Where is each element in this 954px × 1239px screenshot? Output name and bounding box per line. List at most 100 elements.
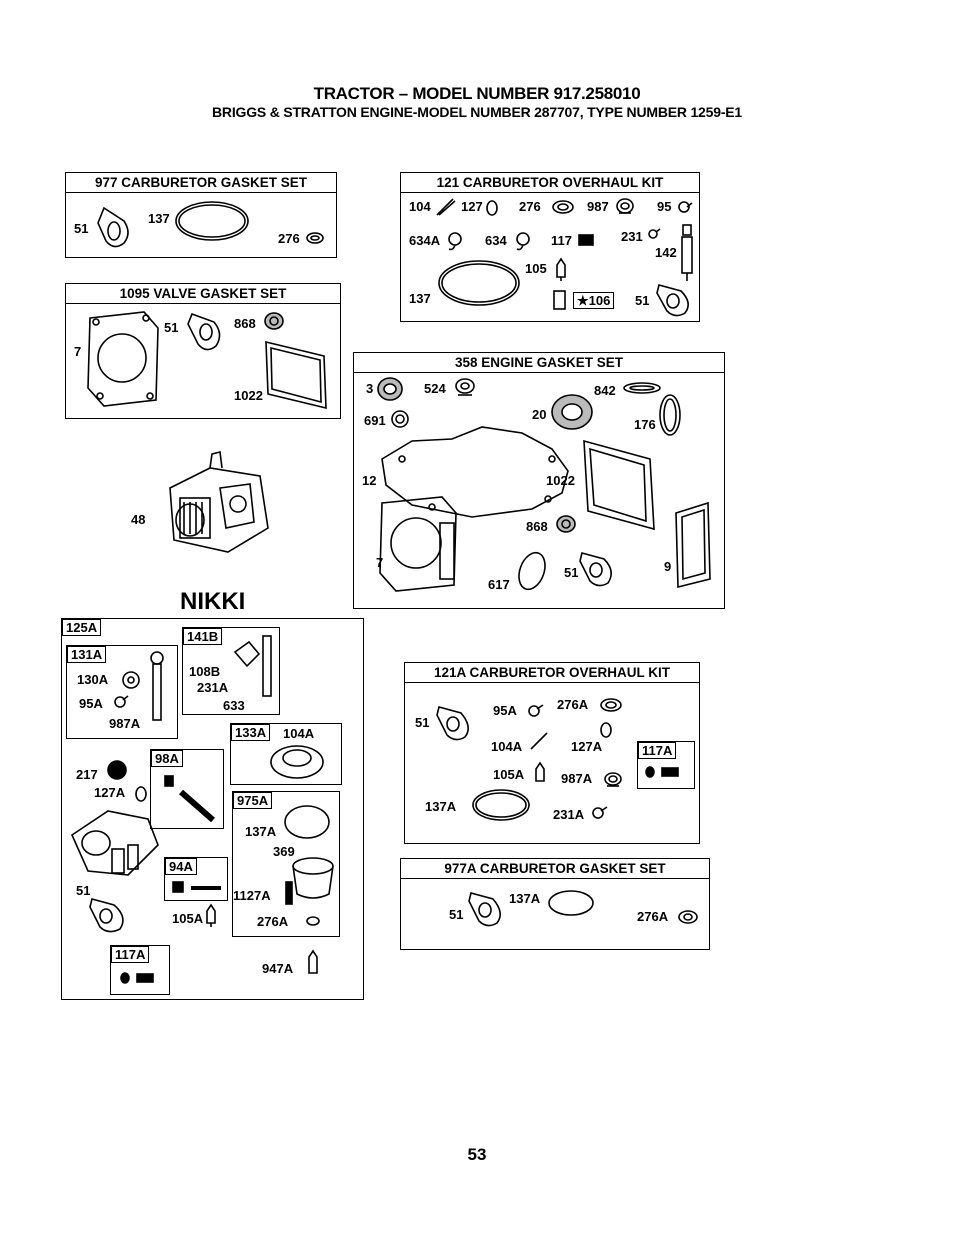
float-bowl-icon [292,857,334,899]
screw-icon [172,881,221,893]
assembly-94A-box: 94A [164,857,228,901]
part-label: 1022 [546,473,575,488]
part-tag: ★106 [573,292,615,309]
jet-icon [645,766,679,778]
part-label: 51 [635,293,650,308]
part-label: 137 [409,291,431,306]
seal-icon [604,772,622,787]
part-label: 127A [571,739,603,754]
part-label: 104 [409,199,431,214]
part-label: 137A [425,799,457,814]
part-label: 137A [509,891,541,906]
assembly-117A-box: 117A [637,741,695,789]
part-tag: 94A [165,858,197,875]
o-ring-icon [284,805,330,839]
part-label: 137A [245,824,277,839]
part-label: 987A [561,771,593,786]
washer-icon [678,910,698,924]
choke-shaft-icon [233,635,272,697]
gasket-icon [436,706,469,741]
kit-121A-box: 121A CARBURETOR OVERHAUL KIT 51 95A 276A… [404,662,700,844]
kit-977-box: 977 CARBURETOR GASKET SET 51 137 276 [65,172,337,258]
part-label: 12 [362,473,377,488]
o-ring-icon [472,789,530,821]
part-label: 842 [594,383,616,398]
part-label: 95A [79,696,103,711]
seal-icon [264,312,284,330]
clip-icon [486,200,498,216]
part-tag: 125A [62,619,102,636]
float-needle-icon [206,903,216,927]
assembly-141B-box: 141B 108B 231A 633 [182,627,280,715]
page-title: TRACTOR – MODEL NUMBER 917.258010 [313,84,641,103]
jet-icon [578,234,594,246]
o-ring-icon [518,551,546,591]
gasket-icon [656,284,689,317]
part-label: 105A [172,911,204,926]
part-tag: 133A [231,724,271,741]
part-label: 1127A [233,888,271,903]
o-ring-icon [659,394,681,436]
kit-358-title: 358 ENGINE GASKET SET [354,353,724,373]
kit-1095-box: 1095 VALVE GASKET SET 7 51 868 1022 [65,283,341,419]
kit-977A-box: 977A CARBURETOR GASKET SET 51 137A 276A [400,858,710,950]
gasket-icon [623,382,661,394]
part-label: 130A [77,672,109,687]
part-label: 524 [424,381,446,396]
oil-seal-icon [377,377,403,401]
head-gasket-icon [87,311,159,407]
o-ring-icon [548,890,594,916]
part-label: 117 [551,233,572,248]
page-number: 53 [467,1145,487,1164]
cover-gasket-icon [265,340,327,410]
head-gasket-icon [379,496,457,592]
washer-icon [306,916,320,926]
float-icon [270,745,324,779]
screw-icon [592,806,608,819]
part-label: 217 [76,767,98,782]
seal-icon [391,410,409,428]
assembly-117A-box: 117A [110,945,170,995]
washer-icon [600,698,622,712]
part-label: 104A [283,726,315,741]
part-label: 276A [257,914,289,929]
fitting-icon [308,949,318,974]
part-label: 142 [655,245,677,260]
part-label: 987 [587,199,609,214]
part-label: 691 [364,413,386,428]
part-label: 9 [664,559,672,574]
screw-icon [528,704,544,717]
part-label: 105 [525,261,547,276]
kit-121-title: 121 CARBURETOR OVERHAUL KIT [401,173,699,193]
part-label: 1022 [234,388,263,403]
idle-screw-icon [164,775,215,823]
part-label: 105A [493,767,525,782]
part-label: 369 [273,844,295,859]
screw-icon [648,228,661,239]
clip-icon [135,786,147,802]
part-label: 634 [485,233,507,248]
gasket-icon [89,898,124,933]
part-tag: 131A [67,646,107,663]
part-label: 104A [491,739,523,754]
gasket-icon [468,892,501,927]
bolt-icon [285,881,293,905]
crankcase-gasket-icon [381,426,569,518]
part-label: 231A [553,807,585,822]
cover-gasket-icon [583,439,655,531]
part-label: 276A [637,909,669,924]
assembly-131A-box: 131A 130A 95A 987A [66,645,178,739]
oil-seal-icon [551,394,593,430]
float-needle-icon [556,257,566,281]
engine-icon [169,451,269,553]
screw-icon [678,201,693,213]
kit-977-title: 977 CARBURETOR GASKET SET [66,173,336,193]
needle-icon [681,224,693,281]
part-label: 108B [189,664,221,679]
plug-icon [448,232,462,251]
seal-icon [616,198,634,214]
part-tag: 117A [111,946,150,963]
carburetor-body-icon [70,810,159,876]
nikki-brand: NIKKI [180,588,246,615]
part-label: 868 [526,519,548,534]
